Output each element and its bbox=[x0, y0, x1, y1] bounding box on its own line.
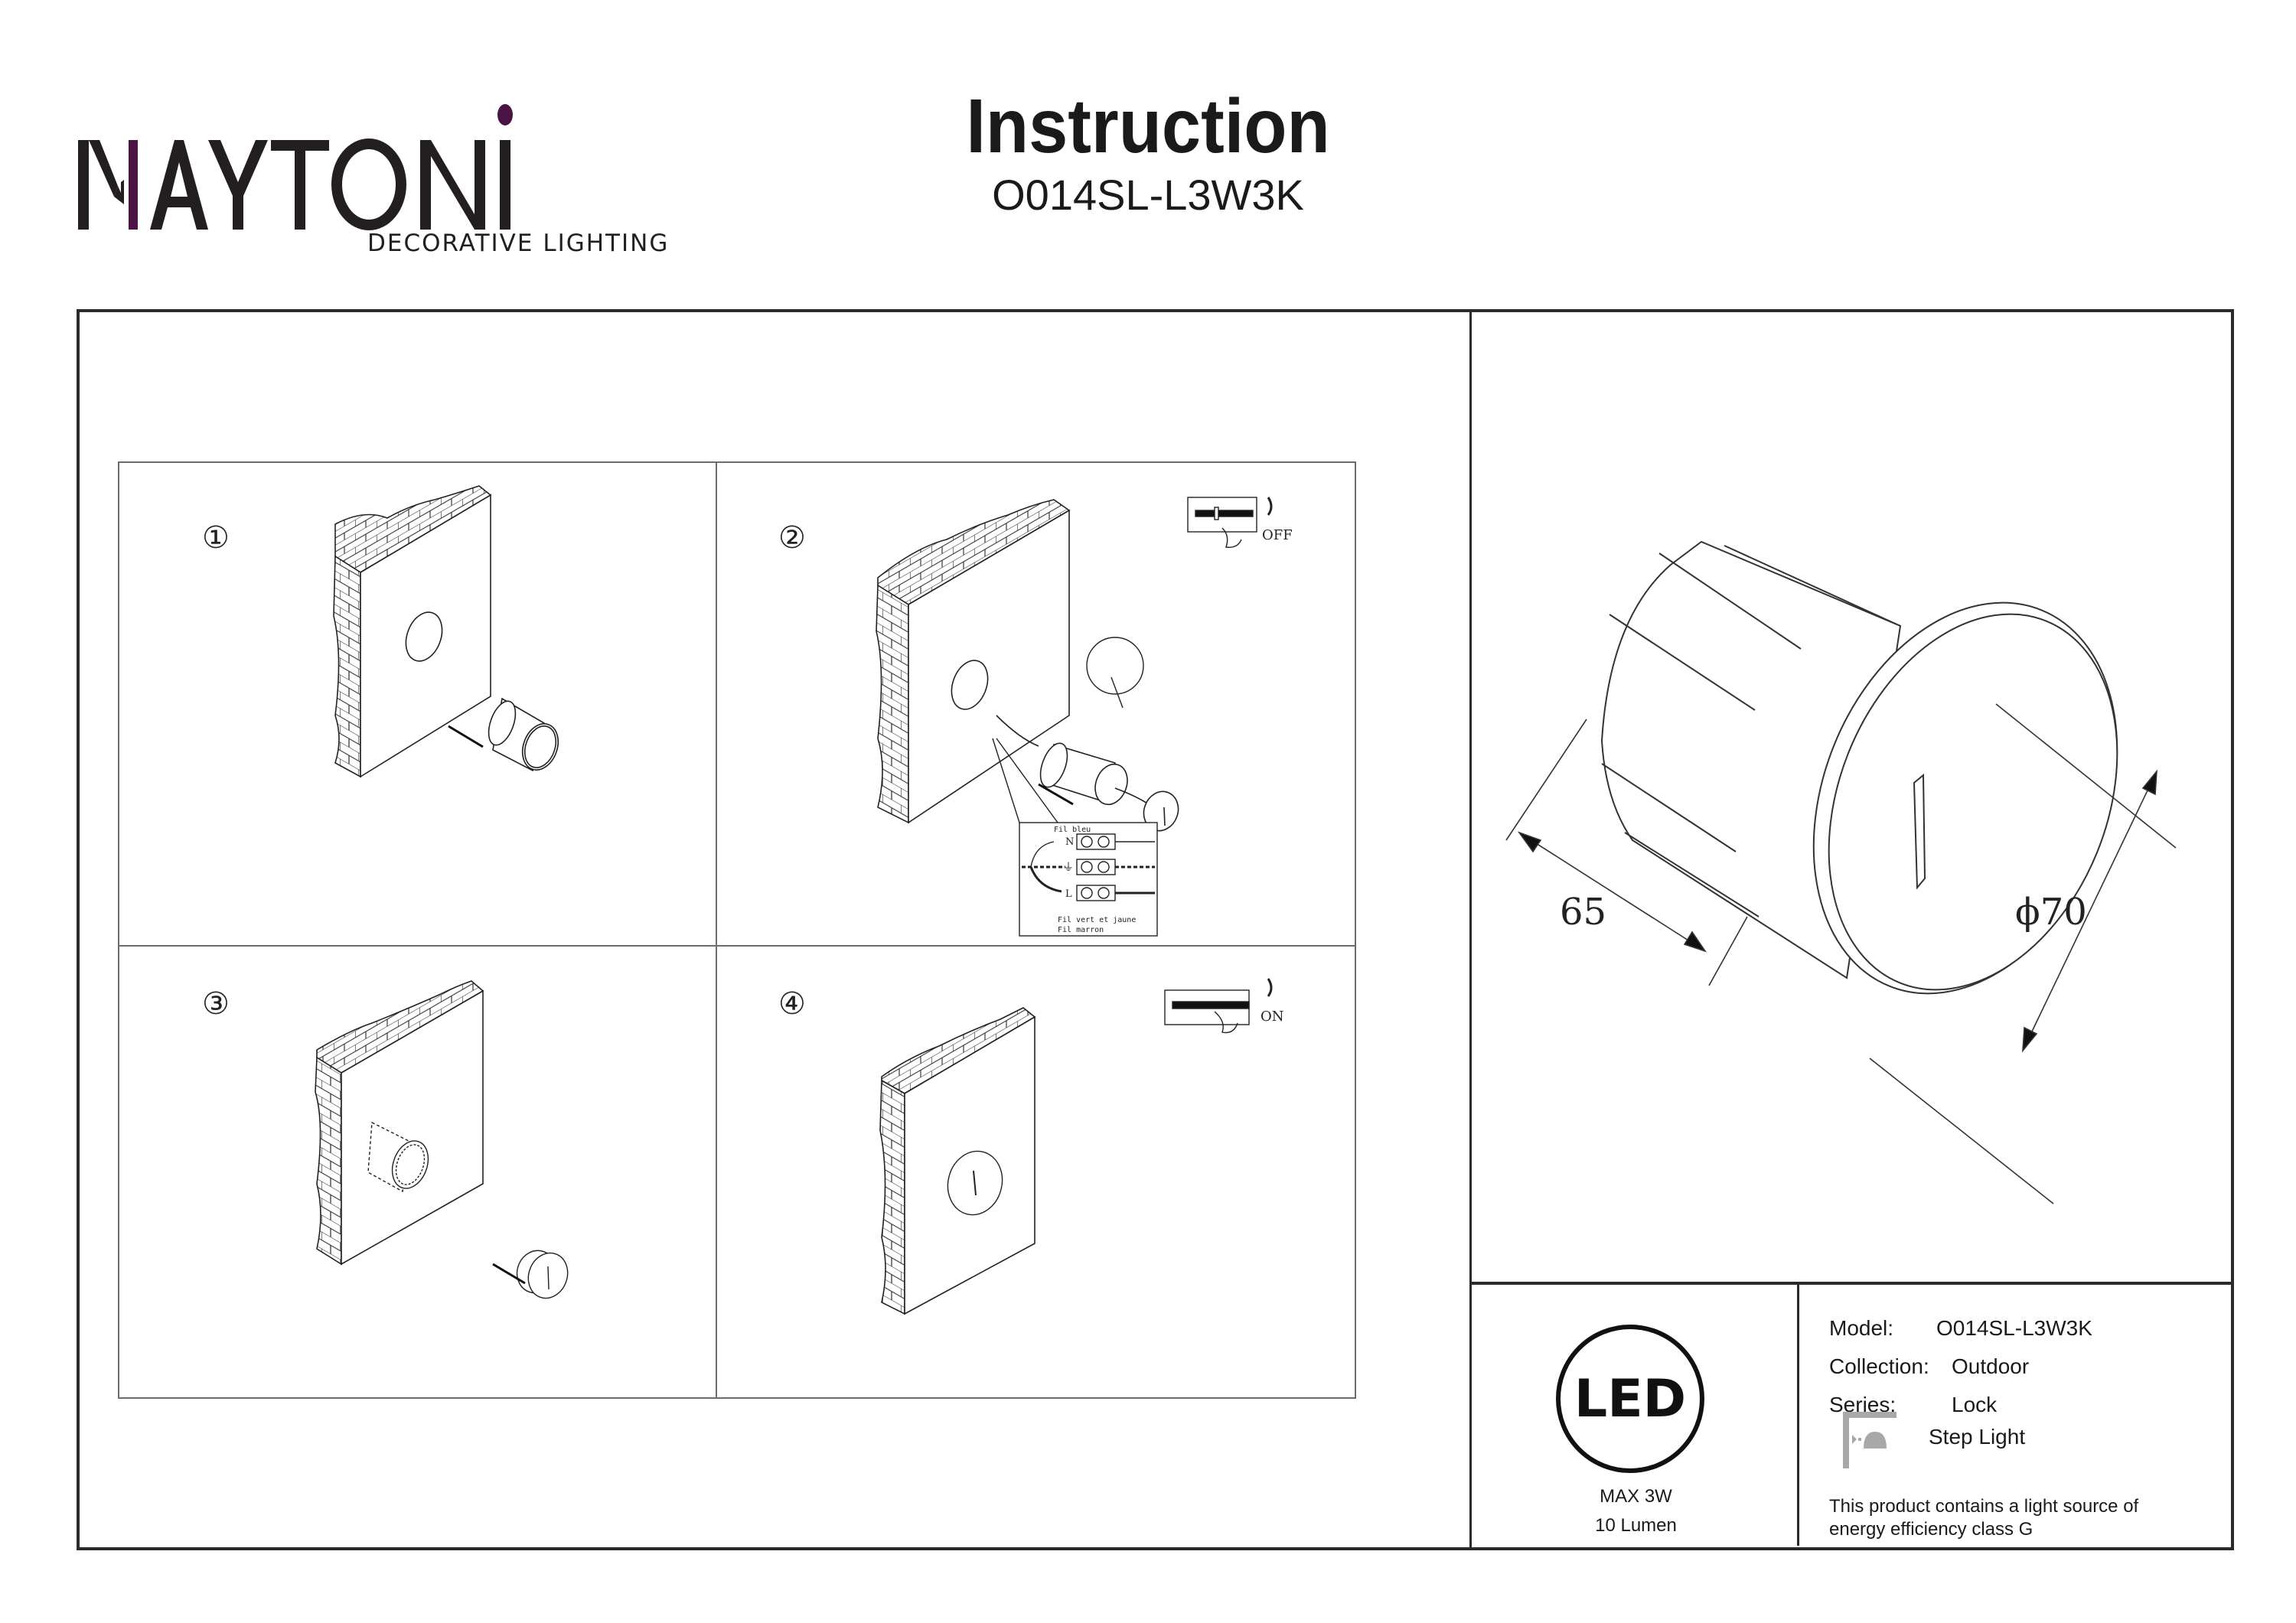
led-lumen: 10 Lumen bbox=[1595, 1515, 1677, 1536]
spec-model-label: Model: bbox=[1829, 1316, 1894, 1340]
step-3-number: ③ bbox=[202, 986, 230, 1022]
insert-arrow bbox=[448, 725, 484, 748]
wiring-diagram bbox=[992, 738, 1158, 937]
energy-line-2: energy efficiency class G bbox=[1829, 1519, 2033, 1540]
insert-arrow bbox=[492, 1263, 526, 1285]
spec-box-divider-vertical bbox=[1797, 1282, 1799, 1546]
step-4-panel: ④ ON bbox=[717, 947, 1355, 1397]
dimension-lines bbox=[1505, 703, 2177, 1204]
installed-box bbox=[367, 1121, 429, 1193]
cover-disc bbox=[1086, 637, 1144, 709]
brick-wall bbox=[315, 980, 484, 1266]
step-4-number: ④ bbox=[778, 986, 806, 1022]
product-dimension-drawing: 65 ϕ70 bbox=[1505, 540, 2177, 1204]
installed-light bbox=[947, 1150, 1003, 1216]
earth-symbol: ⏚ bbox=[1063, 861, 1074, 873]
dimension-depth: 65 bbox=[1560, 891, 1606, 934]
frame-divider-vertical bbox=[1469, 309, 1472, 1547]
led-max-power: MAX 3W bbox=[1600, 1486, 1672, 1507]
step-2-illustration: OFF N ⏚ L Fil bleu Fi bbox=[876, 497, 1293, 937]
logo-dot bbox=[497, 104, 513, 125]
spec-collection-label: Collection: bbox=[1829, 1354, 1929, 1378]
light-body bbox=[1600, 540, 2118, 995]
step-3-panel: ③ bbox=[119, 947, 717, 1397]
energy-line-1: This product contains a light source of bbox=[1829, 1496, 2139, 1517]
logo-tagline: DECORATIVE LIGHTING bbox=[367, 230, 670, 257]
terminal-neutral: N bbox=[1065, 836, 1074, 848]
breaker-panel-off bbox=[1187, 497, 1273, 548]
breaker-panel-on bbox=[1164, 978, 1273, 1034]
light-fixture bbox=[516, 1250, 569, 1299]
spec-collection-value: Outdoor bbox=[1952, 1354, 2030, 1378]
wire-label-blue: Fil bleu bbox=[1054, 826, 1091, 834]
step-1-illustration bbox=[333, 485, 559, 778]
step-2-panel: ② bbox=[717, 463, 1355, 947]
breaker-state-on: ON bbox=[1261, 1009, 1284, 1025]
installation-steps-grid: ① bbox=[118, 461, 1356, 1399]
maytoni-logo bbox=[78, 104, 513, 230]
led-badge-text: LED bbox=[1574, 1369, 1686, 1429]
step-4-illustration: ON bbox=[879, 978, 1284, 1315]
terminal-live: L bbox=[1065, 888, 1072, 900]
document-title: Instruction bbox=[966, 83, 1330, 169]
step-1-panel: ① bbox=[119, 463, 717, 947]
step-1-number: ① bbox=[202, 520, 230, 556]
logo-accent-bar bbox=[129, 140, 138, 230]
document-model-number: O014SL-L3W3K bbox=[992, 171, 1304, 219]
mounting-box bbox=[488, 697, 559, 772]
brick-wall bbox=[333, 485, 492, 778]
step-3-illustration bbox=[315, 980, 569, 1299]
step-2-number: ② bbox=[778, 520, 806, 556]
spec-type-value: Step Light bbox=[1929, 1425, 2026, 1449]
dimension-diameter: ϕ70 bbox=[2015, 891, 2087, 934]
spec-model-value: O014SL-L3W3K bbox=[1936, 1316, 2092, 1340]
brick-wall bbox=[876, 499, 1071, 824]
energy-efficiency-notice: This product contains a light source of … bbox=[1829, 1495, 2227, 1541]
spec-series-value: Lock bbox=[1952, 1393, 1998, 1416]
step-light-icon bbox=[1843, 1412, 1896, 1468]
spec-box-divider-horizontal bbox=[1469, 1282, 2231, 1285]
instruction-frame bbox=[77, 309, 2234, 1550]
led-badge-icon: LED bbox=[1556, 1325, 1704, 1473]
wire-label-brown: Fil marron bbox=[1058, 926, 1104, 934]
breaker-state-off: OFF bbox=[1262, 527, 1293, 543]
mounting-box-with-cable bbox=[996, 715, 1179, 832]
wire-label-green-yellow: Fil vert et jaune bbox=[1058, 916, 1136, 924]
